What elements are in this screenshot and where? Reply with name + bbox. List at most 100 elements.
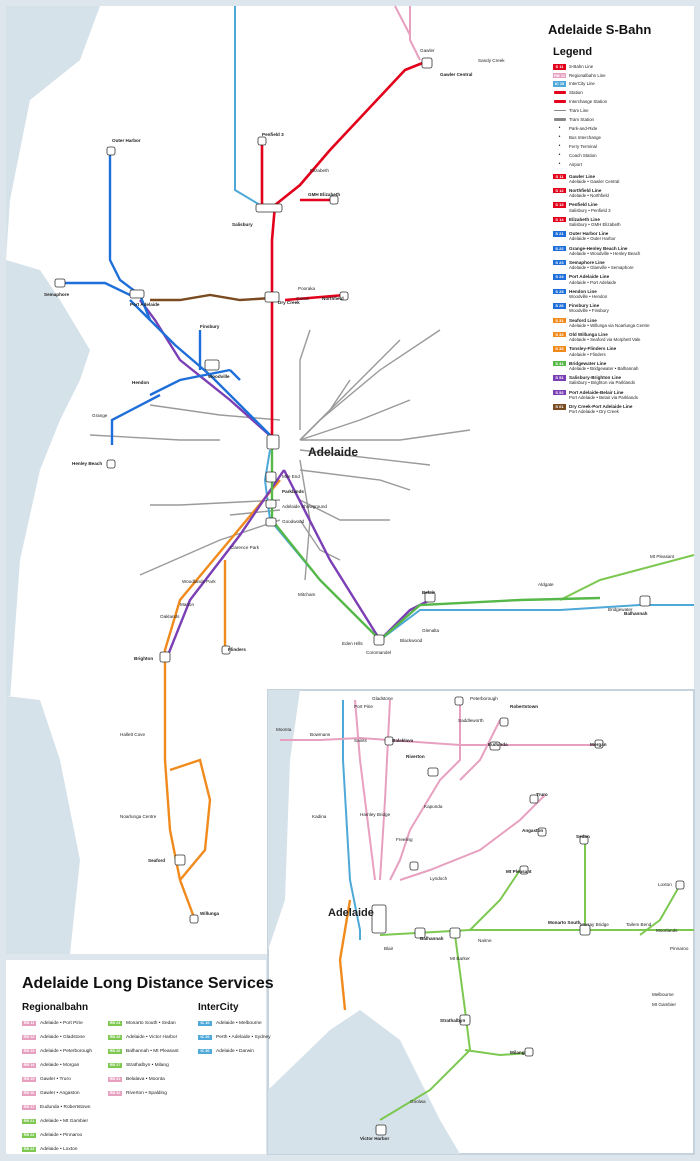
- long-distance-route-label: Adelaide • Peterborough: [40, 1049, 93, 1054]
- regional-station-sedan: Sedan: [576, 834, 590, 839]
- long-distance-route-label: Monarto South • Sedan: [126, 1021, 176, 1026]
- long-distance-badge: RB 12: [22, 1034, 36, 1041]
- station-markers: [54, 57, 685, 1136]
- legend-line-name: Outer Harbor Line: [569, 231, 609, 237]
- regional-station-milang: Milang: [510, 1050, 525, 1055]
- legend-line-name: Semaphore Line: [569, 259, 605, 265]
- legend-item: Tram Station: [553, 117, 698, 123]
- regional-station-pinnaroo: Pinnaroo: [670, 946, 689, 951]
- legend-swatch-fill: [553, 91, 566, 94]
- long-distance-badge: RB 21: [22, 1118, 36, 1125]
- station-parklands: Parklands: [282, 489, 304, 494]
- regional-station-port-pirie: Port Pirie: [354, 704, 373, 709]
- long-distance-badge: RB 25: [108, 1034, 122, 1041]
- legend-line-route: Adelaide • Flinders: [569, 351, 606, 357]
- regional-station-mt-gambier: Mt Gambier: [652, 1002, 676, 1007]
- station-sandy-creek: Sandy Creek: [478, 58, 505, 63]
- station-penfield-3: Penfield 3: [262, 132, 284, 137]
- regional-station-kadina: Kadina: [312, 814, 327, 819]
- legend-badge: RB 11: [553, 72, 566, 78]
- long-distance-badge: RB 23: [22, 1146, 36, 1153]
- station-pooraka: Pooraka: [298, 286, 316, 291]
- legend-line-name: Penfield Line: [569, 202, 598, 208]
- regional-station-riverton: Riverton: [406, 754, 425, 759]
- station-dry-creek: Dry Creek: [278, 300, 300, 305]
- legend-line-route: Adelaide • Willunga via Noarlunga Centre: [569, 322, 650, 328]
- station-goodwood: Goodwood: [282, 519, 305, 524]
- regional-station-freeling: Freeling: [396, 837, 413, 842]
- legend-line-route: Adelaide • Port Adelaide: [569, 279, 617, 285]
- regional-station-strathalbyn: Strathalbyn: [440, 1018, 465, 1023]
- legend-line-name: Tonsley-Flinders Line: [569, 346, 617, 352]
- regional-station-angaston: Angaston: [522, 828, 543, 833]
- station-bridgewater: Bridgewater: [608, 607, 633, 612]
- long-distance-route-label: Adelaide • Gladstone: [40, 1035, 85, 1040]
- legend-item-label: Park-and-Ride: [569, 125, 598, 131]
- regional-station-victor-harbor: Victor Harbor: [360, 1136, 389, 1141]
- regional-station-morgan: Morgan: [590, 742, 607, 747]
- regional-station-adelaide: Adelaide: [328, 907, 374, 919]
- legend-line-name: Old Willunga Line: [569, 331, 608, 337]
- regional-station-goolwa: Goolwa: [410, 1099, 426, 1104]
- legend-item-label: Regionalbahn Line: [569, 72, 606, 78]
- station-woodville: Woodville: [208, 374, 230, 379]
- long-distance-badge: RB 14: [22, 1062, 36, 1069]
- station-belair: Belair: [422, 590, 435, 595]
- legend-line-badge: S 21: [553, 231, 566, 237]
- map-title: Adelaide S-Bahn: [548, 22, 652, 37]
- long-distance-route-label: Eudunda • Robertstown: [40, 1105, 91, 1110]
- regional-station-moorlands: Moorlands: [656, 928, 678, 933]
- long-distance-route-label: Gawler • Angaston: [40, 1091, 80, 1096]
- long-distance-badge: RB 27: [108, 1062, 122, 1069]
- long-distance-route: RB 12 Adelaide • Gladstone: [22, 1034, 92, 1041]
- legend-line-name: Elizabeth Line: [569, 216, 600, 222]
- legend-line-route: Adelaide • Bridgewater • Balhannah: [569, 365, 639, 371]
- legend-symbol-icon: •: [558, 151, 561, 158]
- station-hallett-cove: Hallett Cove: [120, 732, 145, 737]
- station-hendon: Hendon: [132, 380, 149, 385]
- legend-item-label: Tram Station: [569, 116, 594, 122]
- legend-line-name: Salisbury-Brighton Line: [569, 375, 622, 381]
- legend-heading: Legend: [553, 46, 593, 58]
- long-distance-route-label: Adelaide • Darwin: [216, 1049, 254, 1054]
- legend-item-label: S-Bahn Line: [569, 64, 594, 69]
- legend-line-badge: S 31: [553, 317, 566, 324]
- regional-station-saints: Saints: [354, 738, 367, 743]
- legend-swatch: [553, 90, 566, 96]
- legend-item: • Park-and-Ride: [553, 124, 698, 132]
- station-noarlunga-centre: Noarlunga Centre: [120, 814, 157, 819]
- regional-station-melbourne: Melbourne: [652, 992, 674, 997]
- lake-water: [268, 1010, 460, 1154]
- legend-line-badge: S 61: [553, 404, 566, 410]
- gulf-water-south: [6, 260, 90, 700]
- station-port-adelaide: Port Adelaide: [130, 302, 160, 307]
- regional-station-lyndoch: Lyndoch: [430, 876, 448, 881]
- legend-symbol-icon: •: [558, 124, 561, 131]
- legend-line-route: Woodville • Finsbury: [569, 308, 609, 314]
- station-labels: Adelaide Mile End Parklands Adelaide Sho…: [44, 48, 689, 1141]
- gulf-water: [6, 6, 100, 260]
- legend-line-route: Port Adelaide • Belair via Parklands: [569, 394, 638, 400]
